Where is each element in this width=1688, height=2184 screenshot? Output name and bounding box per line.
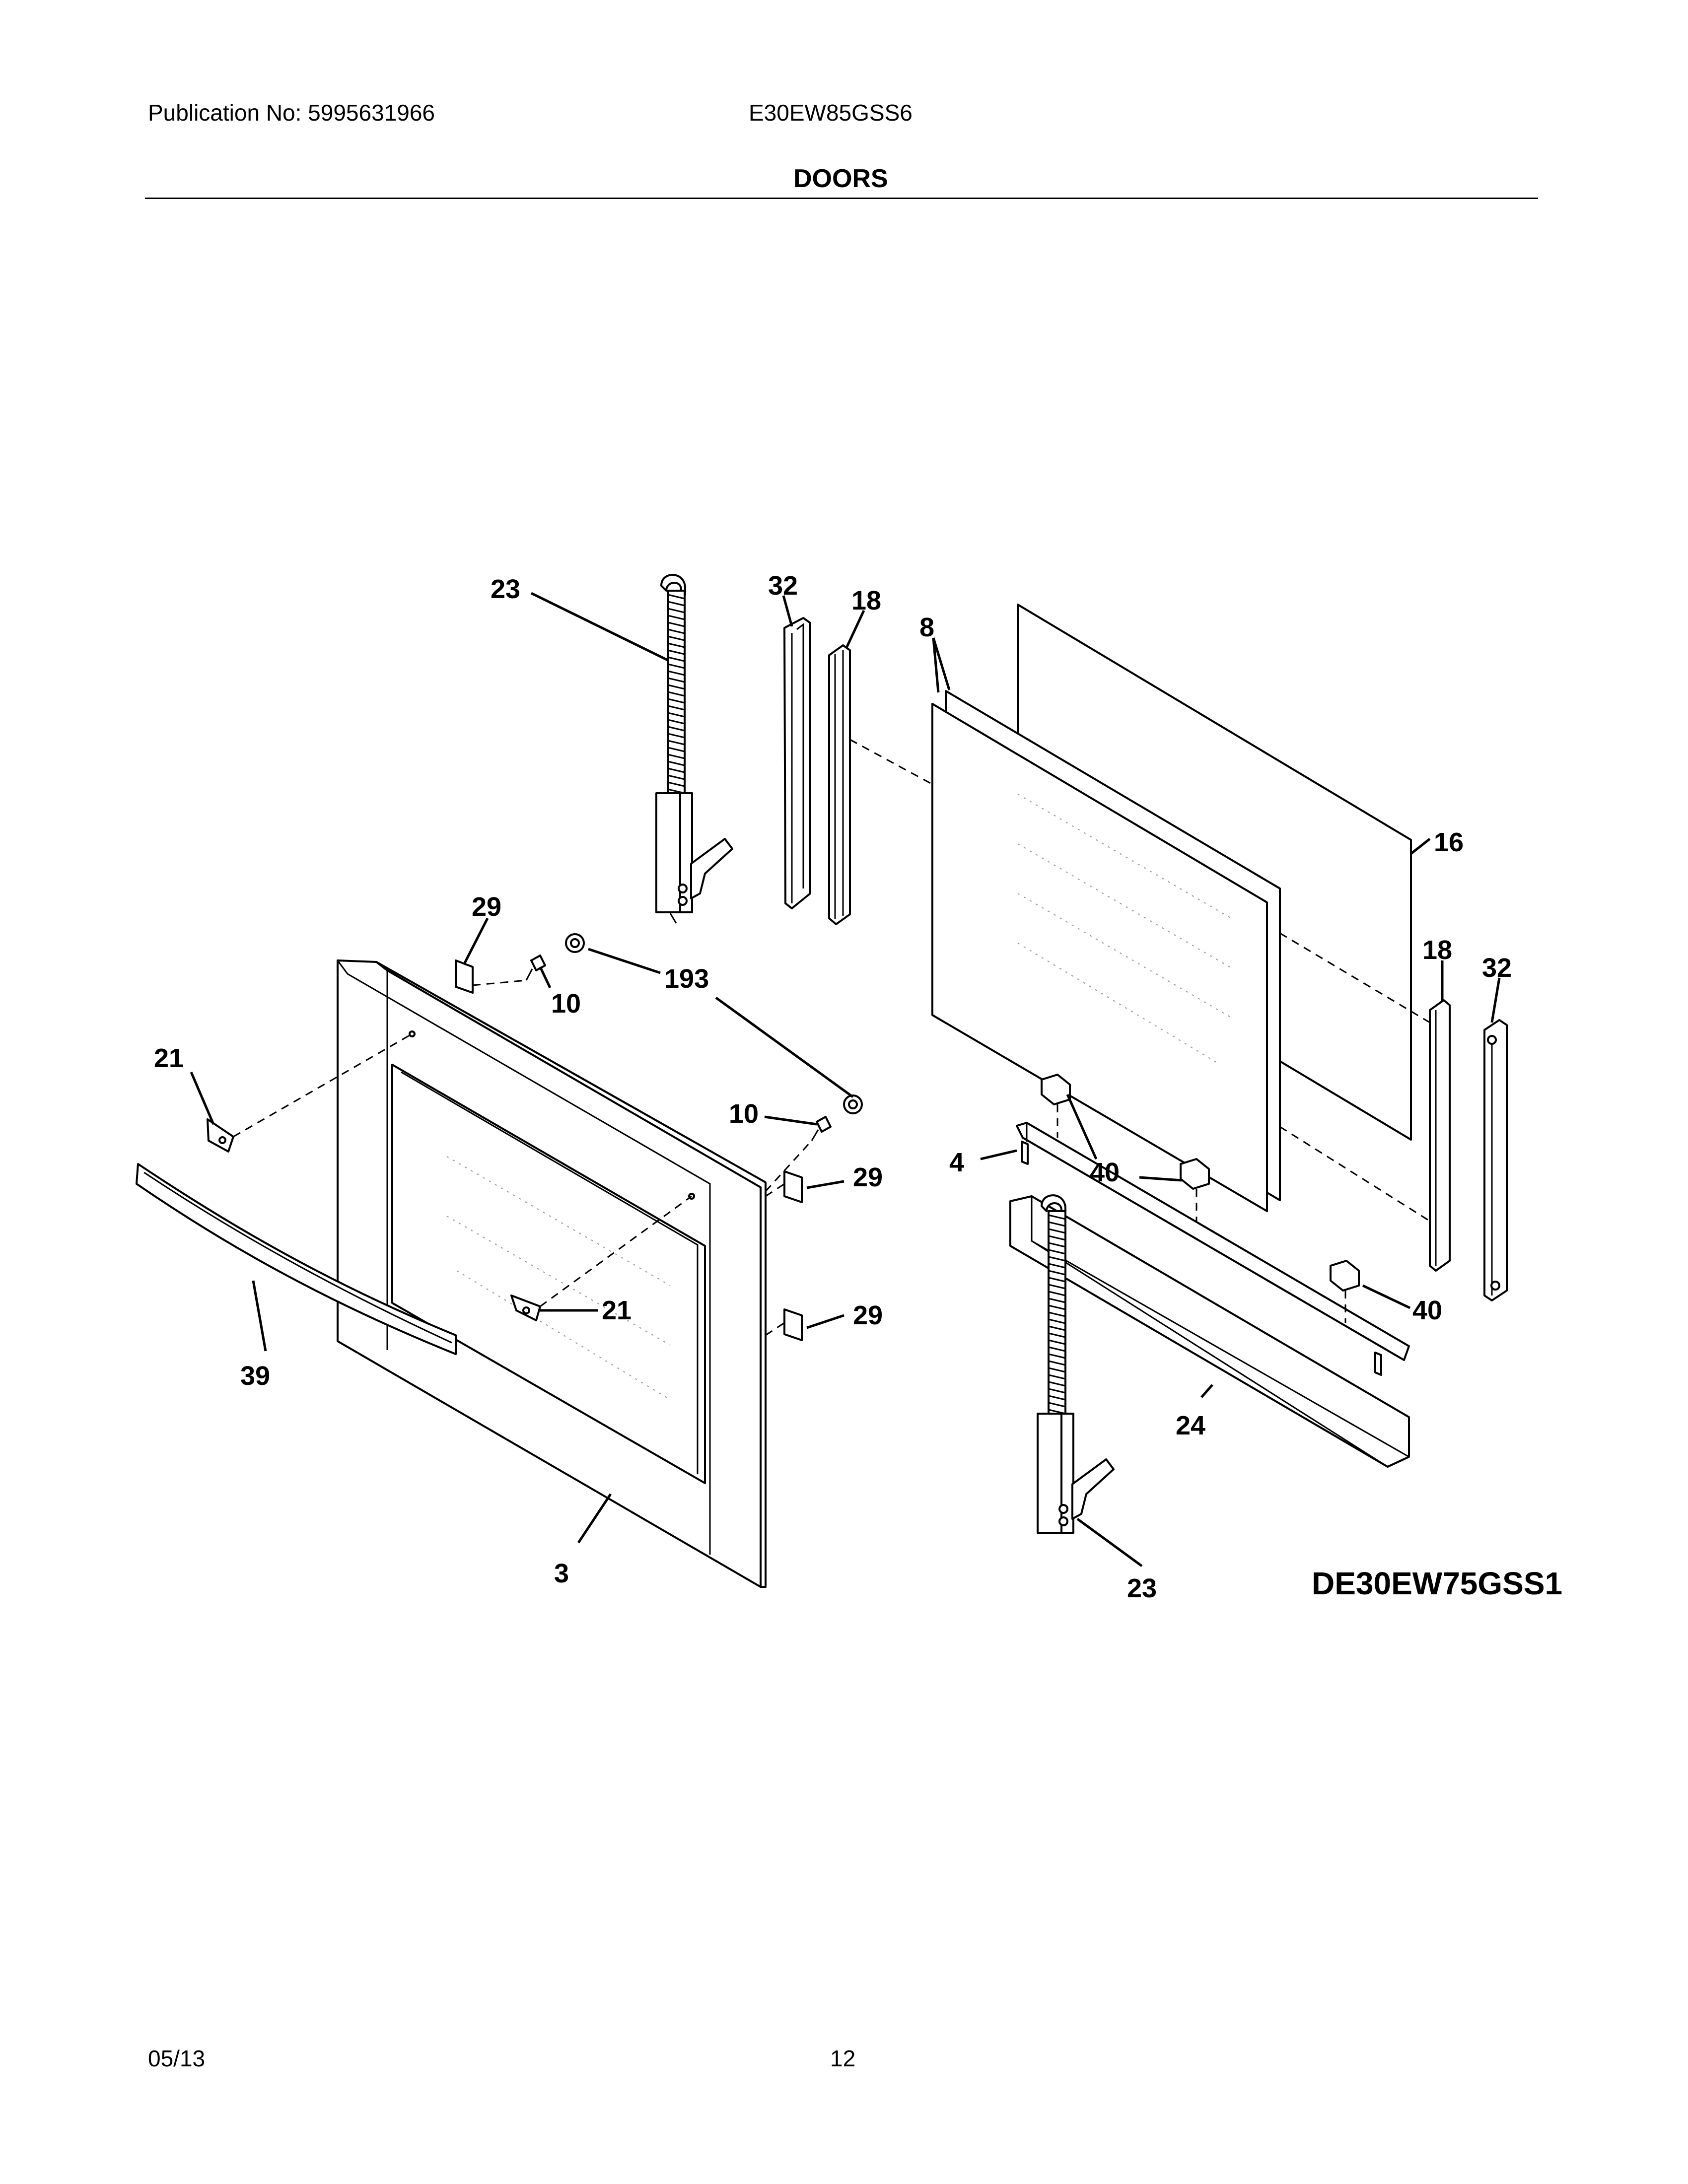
hinge-bottom-part: [1037, 1194, 1115, 1534]
callout-23-top: 23: [491, 574, 520, 604]
handle-bracket-left-part: [207, 1118, 234, 1153]
callout-labels: 23 32 18 8 16 18 32 29 193 10 21 10 29 4…: [154, 571, 1562, 1603]
screw-top-part: [525, 955, 546, 981]
pad-mid-part: [783, 1170, 803, 1203]
outer-door-part: [337, 959, 767, 1588]
callout-40-b: 40: [1412, 1296, 1442, 1325]
callout-29-low: 29: [853, 1300, 883, 1330]
side-trim-left: [783, 617, 811, 909]
callout-29-top: 29: [472, 892, 501, 922]
callout-40-a: 40: [1090, 1158, 1120, 1187]
callout-21-left: 21: [154, 1043, 184, 1073]
inner-glass-panels: [931, 690, 1281, 1212]
callout-16: 16: [1434, 827, 1464, 857]
callout-32-right: 32: [1482, 953, 1512, 983]
callout-21-mid: 21: [602, 1296, 632, 1325]
callout-29-mid: 29: [853, 1162, 883, 1192]
side-trim-right: [1483, 1019, 1508, 1301]
callout-10-mid: 10: [729, 1099, 759, 1129]
pad-top-part: [455, 959, 474, 994]
bottom-channel-part: [1009, 1195, 1410, 1468]
vent-channel-part: [1016, 1122, 1410, 1376]
callout-39: 39: [240, 1361, 270, 1391]
bumper-top-part: [565, 933, 585, 953]
handle-bracket-mid-part: [510, 1295, 541, 1321]
hinge-top-part: [655, 574, 733, 924]
callout-18-left: 18: [851, 586, 881, 615]
door-handle-part: [136, 1163, 457, 1355]
footer-date: 05/13: [148, 2046, 206, 2071]
callout-10-top: 10: [551, 989, 581, 1019]
clip-b-part: [1180, 1158, 1210, 1190]
callout-18-right: 18: [1422, 935, 1452, 965]
callout-8: 8: [919, 613, 934, 642]
callout-23-bottom: 23: [1127, 1573, 1157, 1603]
callout-24: 24: [1176, 1411, 1205, 1440]
assembly-lines: [233, 739, 1430, 1336]
callout-193: 193: [664, 964, 709, 994]
section-title: DOORS: [793, 164, 888, 193]
pad-low-part: [783, 1308, 803, 1341]
header-divider: [145, 198, 1538, 199]
clip-c-part: [1330, 1260, 1360, 1292]
callout-4: 4: [949, 1148, 964, 1177]
leader-lines: [190, 592, 1501, 1568]
footer-page-number: 12: [830, 2046, 856, 2071]
insulation-strip-left: [828, 644, 851, 925]
bumper-mid-part: [843, 1094, 863, 1114]
callout-3: 3: [554, 1559, 569, 1588]
screw-mid-part: [811, 1116, 832, 1141]
diagram-model-code: DE30EW75GSS1: [1312, 1566, 1562, 1601]
insulation-strip-right: [1429, 999, 1451, 1272]
publication-number: Publication No: 5995631966: [148, 100, 435, 126]
model-number: E30EW85GSS6: [749, 100, 913, 126]
callout-32-left: 32: [768, 571, 798, 601]
